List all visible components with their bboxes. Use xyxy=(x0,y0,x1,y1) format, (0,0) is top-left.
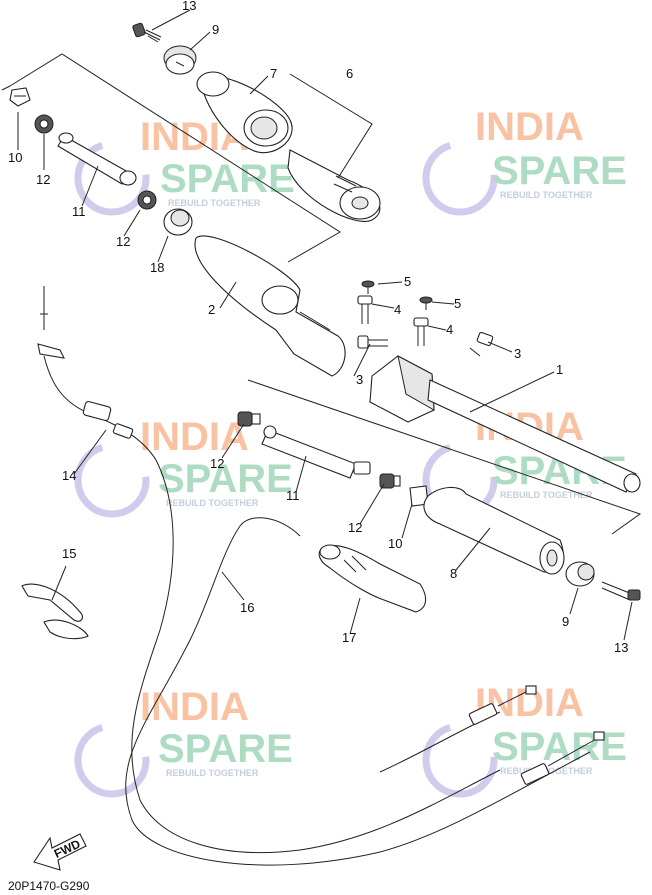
watermark-spare-text: SPARE xyxy=(158,727,293,771)
part-12-nut-top-b xyxy=(137,190,157,210)
watermark-wrench-icon xyxy=(74,442,150,518)
part-11-rod-mid xyxy=(261,425,371,479)
callout-3-a: 3 xyxy=(356,372,363,387)
watermark-tagline: REBUILD TOGETHER xyxy=(166,768,259,778)
watermark-tagline: REBUILD TOGETHER xyxy=(166,498,259,508)
part-13-screw-bottom xyxy=(601,581,641,601)
callout-14: 14 xyxy=(62,468,76,483)
part-11-rod-top xyxy=(57,132,137,186)
callout-10-mid: 10 xyxy=(388,536,402,551)
leader-lines xyxy=(17,9,633,641)
watermark-tagline: REBUILD TOGETHER xyxy=(500,490,593,500)
callout-6: 6 xyxy=(346,66,353,81)
drawing-code: 20P1470-G290 xyxy=(8,879,90,893)
part-15-bracket xyxy=(21,583,89,640)
callout-13-top: 13 xyxy=(182,0,196,13)
part-9-weight-bottom xyxy=(565,561,595,587)
callout-12-mid-b: 12 xyxy=(348,520,362,535)
part-14-throttle-cable xyxy=(37,286,501,853)
part-12-nut-top-a xyxy=(34,114,54,134)
upper-assembly-frame xyxy=(1,53,341,263)
watermark-tagline: REBUILD TOGETHER xyxy=(168,198,261,208)
watermark-india-text: INDIA xyxy=(140,415,249,459)
callout-11-top: 11 xyxy=(72,204,86,219)
part-13-screw-top xyxy=(132,22,162,43)
callout-5-b: 5 xyxy=(454,296,461,311)
part-5-screw-a xyxy=(361,280,375,294)
fwd-arrow-icon: FWD xyxy=(33,833,87,871)
callout-4-b: 4 xyxy=(446,322,453,337)
callout-16: 16 xyxy=(240,600,254,615)
callout-11-mid: 11 xyxy=(286,488,300,503)
callout-1: 1 xyxy=(556,362,563,377)
watermark-wrench-icon xyxy=(422,722,498,798)
watermark-india-text: INDIA xyxy=(140,685,249,729)
watermark-spare-text: SPARE xyxy=(492,725,627,769)
watermark-spare-text: SPARE xyxy=(158,457,293,501)
watermark-spare-text: SPARE xyxy=(492,149,627,193)
part-4-bolt-a xyxy=(357,295,373,324)
watermark-wrench-icon xyxy=(74,722,150,798)
watermark-india-text: INDIA xyxy=(475,105,584,149)
callout-12-top-b: 12 xyxy=(116,234,130,249)
callout-9-bottom: 9 xyxy=(562,614,569,629)
part-12-nut-mid-a xyxy=(237,411,261,427)
part-16-cable xyxy=(125,517,605,866)
part-5-screw-b xyxy=(419,296,433,310)
callout-18: 18 xyxy=(150,260,164,275)
part-18-collar xyxy=(163,208,193,236)
callout-8: 8 xyxy=(450,566,457,581)
callout-3-b: 3 xyxy=(514,346,521,361)
part-6-grip-assembly xyxy=(287,73,381,222)
watermark-wrench-icon xyxy=(74,140,150,216)
callout-10-top: 10 xyxy=(8,150,22,165)
callout-9-top: 9 xyxy=(212,22,219,37)
callout-12-mid-a: 12 xyxy=(210,456,224,471)
part-9-weight-top xyxy=(163,45,197,75)
callout-13-bottom: 13 xyxy=(614,640,628,655)
callout-12-top-a: 12 xyxy=(36,172,50,187)
callout-7: 7 xyxy=(270,66,277,81)
part-7-grip-end xyxy=(196,71,293,154)
callout-15: 15 xyxy=(62,546,76,561)
callout-4-a: 4 xyxy=(394,302,401,317)
callout-5-a: 5 xyxy=(404,274,411,289)
part-17-housing xyxy=(318,544,427,613)
watermark-wrench-icon xyxy=(422,140,498,216)
callout-17: 17 xyxy=(342,630,356,645)
fwd-label: FWD xyxy=(52,837,83,861)
watermark-tagline: REBUILD TOGETHER xyxy=(500,190,593,200)
part-8-grip xyxy=(423,486,565,575)
callout-2: 2 xyxy=(208,302,215,317)
callout-labels: 13 9 7 6 10 12 11 12 18 2 5 4 5 4 3 3 1 … xyxy=(8,0,628,655)
watermark-bottom-left: INDIA SPARE REBUILD TOGETHER xyxy=(74,685,293,798)
part-10-clip-top xyxy=(9,87,31,107)
watermark-middle-left: INDIA SPARE REBUILD TOGETHER xyxy=(74,415,293,518)
part-3-bolt-a xyxy=(357,335,388,349)
part-3-bolt-b xyxy=(469,331,494,357)
part-2-throttle-sleeve xyxy=(194,235,346,377)
part-1-handlebar xyxy=(247,355,642,535)
watermark-top-right: INDIA SPARE REBUILD TOGETHER xyxy=(422,105,627,216)
watermark-spare-text: SPARE xyxy=(160,157,295,201)
part-4-bolt-b xyxy=(413,317,429,346)
